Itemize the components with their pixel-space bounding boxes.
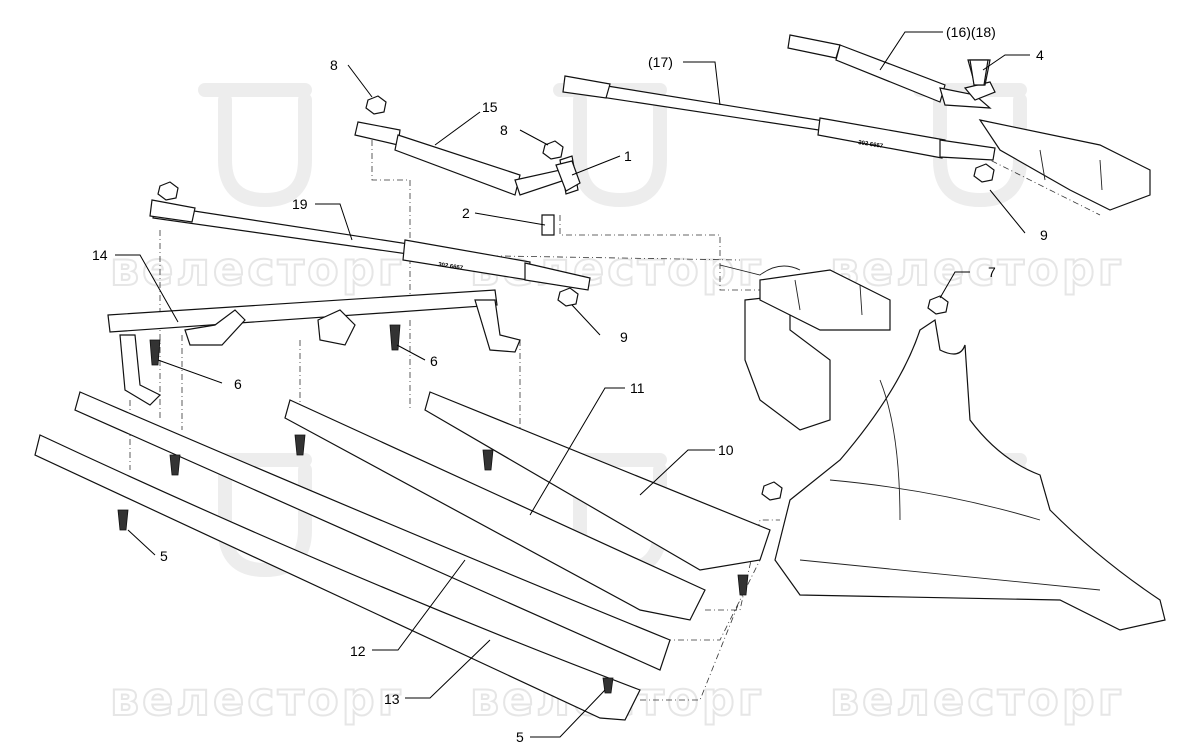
callout-8: 8 [330, 57, 338, 73]
callouts: 8 15 8 1 2 19 14 6 6 9 (17) (16)(18) 4 9… [92, 24, 1048, 745]
callout-16-18: (16)(18) [946, 24, 996, 40]
callout-9: 9 [620, 329, 628, 345]
callout-14: 14 [92, 247, 108, 263]
rod-19: 302 6667 [149, 199, 591, 291]
watermark-text: велесторг [830, 672, 1125, 726]
callout-12: 12 [350, 643, 366, 659]
plough-body [719, 119, 1166, 631]
strip-13 [34, 434, 641, 721]
turnbuckle-16-18 [787, 34, 996, 109]
strip-11 [284, 399, 706, 621]
callout-5: 5 [160, 548, 168, 564]
strip-10 [424, 391, 771, 571]
watermark-text: велесторг [110, 672, 405, 726]
callout-1: 1 [624, 148, 632, 164]
callout-5: 5 [516, 729, 524, 745]
callout-7: 7 [988, 264, 996, 280]
callout-11: 11 [630, 380, 645, 396]
rod-stamp: 302 6667 [438, 262, 464, 272]
callout-9: 9 [1040, 227, 1048, 243]
strip-12 [74, 391, 671, 671]
watermark-text: велесторг [830, 242, 1125, 296]
callout-4: 4 [1036, 47, 1044, 63]
callout-6: 6 [234, 376, 242, 392]
rod-stamp: 302 6667 [858, 140, 884, 150]
callout-17: (17) [648, 54, 673, 70]
turnbuckle-15 [354, 121, 579, 196]
fasteners [117, 59, 995, 694]
bracket-14 [107, 289, 521, 406]
leader-lines [115, 31, 1030, 738]
callout-8: 8 [500, 122, 508, 138]
strips [34, 391, 771, 721]
callout-10: 10 [718, 442, 734, 458]
callout-13: 13 [384, 691, 400, 707]
callout-19: 19 [292, 196, 308, 212]
callout-6: 6 [430, 353, 438, 369]
rod-17: 302 6667 [562, 75, 996, 161]
callout-15: 15 [482, 99, 498, 115]
watermark-text: велесторг [110, 242, 405, 296]
callout-2: 2 [462, 205, 470, 221]
